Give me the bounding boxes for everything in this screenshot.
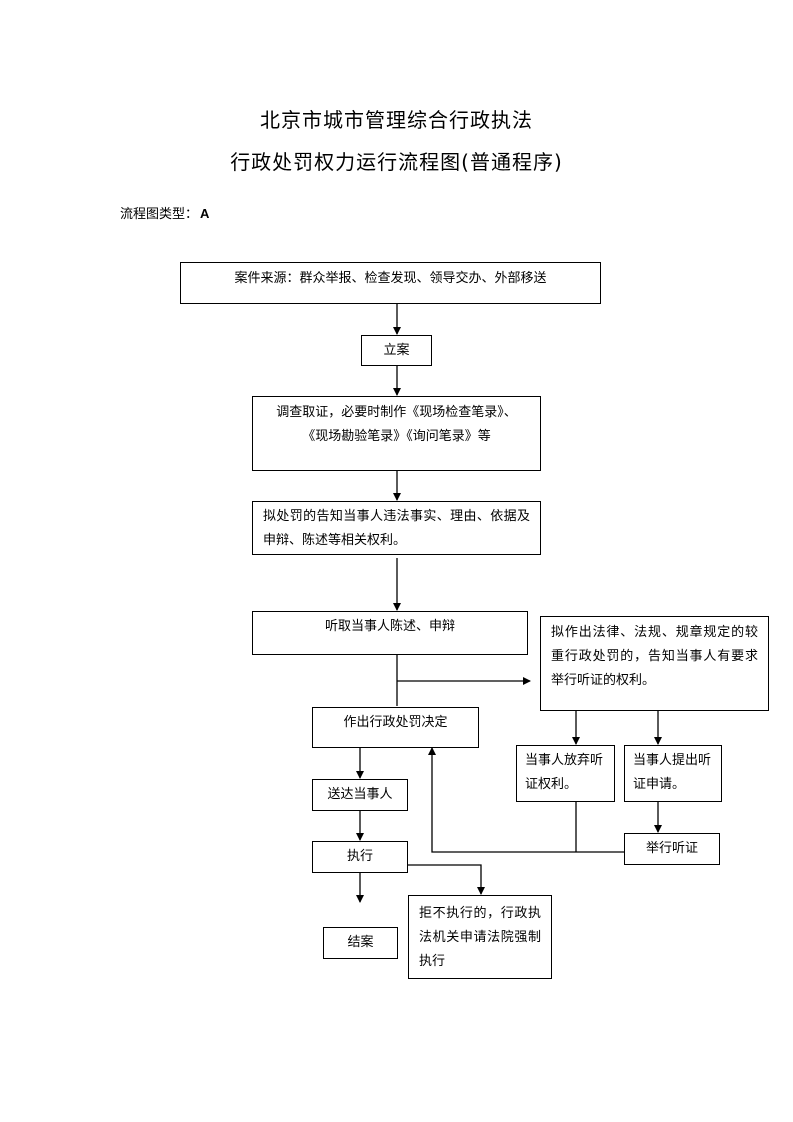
arrow-execute-to-enforce: [408, 864, 485, 895]
flowchart-type-value: A: [200, 206, 210, 221]
arrow-hearing-back-to-decision: [428, 747, 624, 853]
page-title-line-2: 行政处罚权力运行流程图(普通程序): [230, 150, 563, 174]
request-hearing-box: 当事人提出听证申请。: [624, 745, 722, 802]
register-box: 立案: [361, 335, 432, 366]
close-box: 结案: [323, 927, 398, 959]
execute-box: 执行: [312, 841, 408, 873]
decision-box: 作出行政处罚决定: [312, 707, 479, 748]
page-title-line-1: 北京市城市管理综合行政执法: [260, 108, 533, 132]
waive-hearing-box: 当事人放弃听证权利。: [516, 745, 615, 802]
deliver-box: 送达当事人: [312, 779, 408, 811]
investigation-box: 调查取证，必要时制作《现场检查笔录》、《现场勘验笔录》《询问笔录》等: [252, 396, 541, 471]
hear-statement-box: 听取当事人陈述、申辩: [252, 611, 528, 655]
hearing-notice-box: 拟作出法律、法规、规章规定的较重行政处罚的，告知当事人有要求举行听证的权利。: [540, 616, 769, 711]
flowchart-type: 流程图类型：A: [120, 203, 209, 222]
flowchart-type-label: 流程图类型：: [120, 207, 199, 222]
case-source-box: 案件来源：群众举报、检查发现、领导交办、外部移送: [180, 262, 601, 304]
notify-rights-box: 拟处罚的告知当事人违法事实、理由、依据及申辩、陈述等相关权利。: [252, 501, 541, 555]
enforce-box: 拒不执行的，行政执法机关申请法院强制执行: [408, 895, 552, 979]
hold-hearing-box: 举行听证: [624, 833, 720, 865]
